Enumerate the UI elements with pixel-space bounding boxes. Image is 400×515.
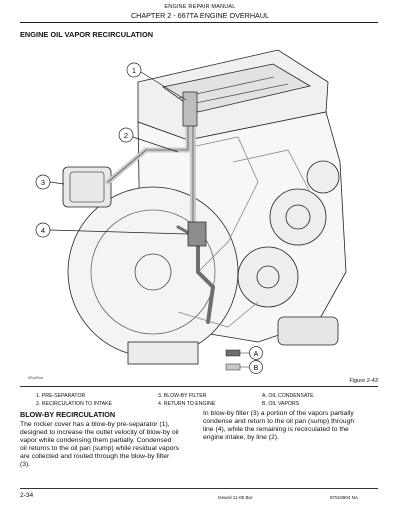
figure-caption: Figure 2-43 [349, 378, 378, 384]
key-bubble-b [249, 360, 263, 374]
legend-column-2: 3. BLOW-BY FILTER 4. RETURN TO ENGINE [158, 392, 215, 408]
text-line: (3). [20, 461, 31, 469]
page-number: 2-34 [20, 492, 34, 499]
callout-1-bubble [126, 62, 142, 78]
condensate-return-line [196, 225, 216, 324]
chapter-title: CHAPTER 2 - 667TA ENGINE OVERHAUL [130, 11, 270, 20]
legend-item-oil-condensate: A. OIL CONDENSATE [262, 393, 314, 399]
blowby-paragraph-right: In blow-by filter (3) a portion of the v… [203, 410, 354, 442]
legend-item-oil-vapors: B. OIL VAPORS [262, 401, 300, 408]
key-swatch-vapor [225, 363, 241, 371]
flywheel-housing [67, 186, 239, 358]
blowby-title: BLOW-BY RECIRCULATION [20, 410, 116, 419]
key-letter-a: A [254, 351, 259, 358]
legend-column-3: A. OIL CONDENSATE B. OIL VAPORS [262, 392, 314, 408]
engine-drawing: 1 2 3 4 A B [35, 49, 347, 374]
legend-item-recirculation: 2. RECIRCULATION TO INTAKE [36, 401, 112, 408]
filter-housing [62, 166, 112, 208]
callout-1-label: 1 [132, 66, 136, 75]
text-line: vapor while condensing them partially. C… [20, 437, 172, 445]
callout-3-label: 3 [41, 178, 45, 187]
figure-divider [20, 386, 378, 387]
callout-3-bubble [35, 174, 51, 190]
manual-title: ENGINE REPAIR MANUAL [164, 4, 236, 10]
legend-item-blow-by-filter: 3. BLOW-BY FILTER [158, 393, 207, 399]
text-line: designed to increase the outlet velocity… [20, 429, 179, 437]
section-title: ENGINE OIL VAPOR RECIRCULATION [20, 30, 154, 39]
figure-image-code: 8SzoRoa [28, 376, 43, 380]
legend-item-return: 4. RETURN TO ENGINE [158, 401, 216, 408]
footer-divider [20, 488, 378, 489]
key-swatch-condensate [225, 349, 241, 357]
legend-column-1: 1. PRE-SEPARATOR 2. RECIRCULATION TO INT… [36, 392, 112, 408]
text-line: oil returns to the oil pan (sump) while … [20, 445, 180, 453]
text-line: are collected and routed through the blo… [20, 453, 170, 461]
text-line: engine intake, by line (2). [203, 434, 279, 442]
engine-illustration: 1 2 3 4 A B [28, 42, 378, 377]
text-line: line (4), while the remaining is recircu… [203, 426, 349, 434]
key-letter-b: B [254, 365, 259, 372]
text-line: The rocker cover has a blow-by pre-separ… [20, 421, 170, 428]
blowby-paragraph-left: The rocker cover has a blow-by pre-separ… [20, 421, 179, 470]
vapor-line-outline [107, 111, 189, 183]
blow-by-filter [187, 221, 207, 247]
callout-4-bubble [35, 222, 51, 238]
pre-separator [182, 91, 198, 127]
legend-item-pre-separator: 1. PRE-SEPARATOR [36, 393, 86, 399]
header-divider [20, 22, 378, 23]
document-code: 87518904 NA [330, 495, 359, 500]
callout-2-label: 2 [124, 131, 128, 140]
issue-date: Issued 11-06 Bur [218, 495, 253, 500]
key-bubble-a [249, 346, 263, 360]
text-line: condense and return to the oil pan (sump… [203, 418, 355, 426]
text-line: In blow-by filter (3) a portion of the v… [203, 410, 354, 417]
callout-4-label: 4 [41, 226, 45, 235]
callout-2-bubble [118, 127, 134, 143]
